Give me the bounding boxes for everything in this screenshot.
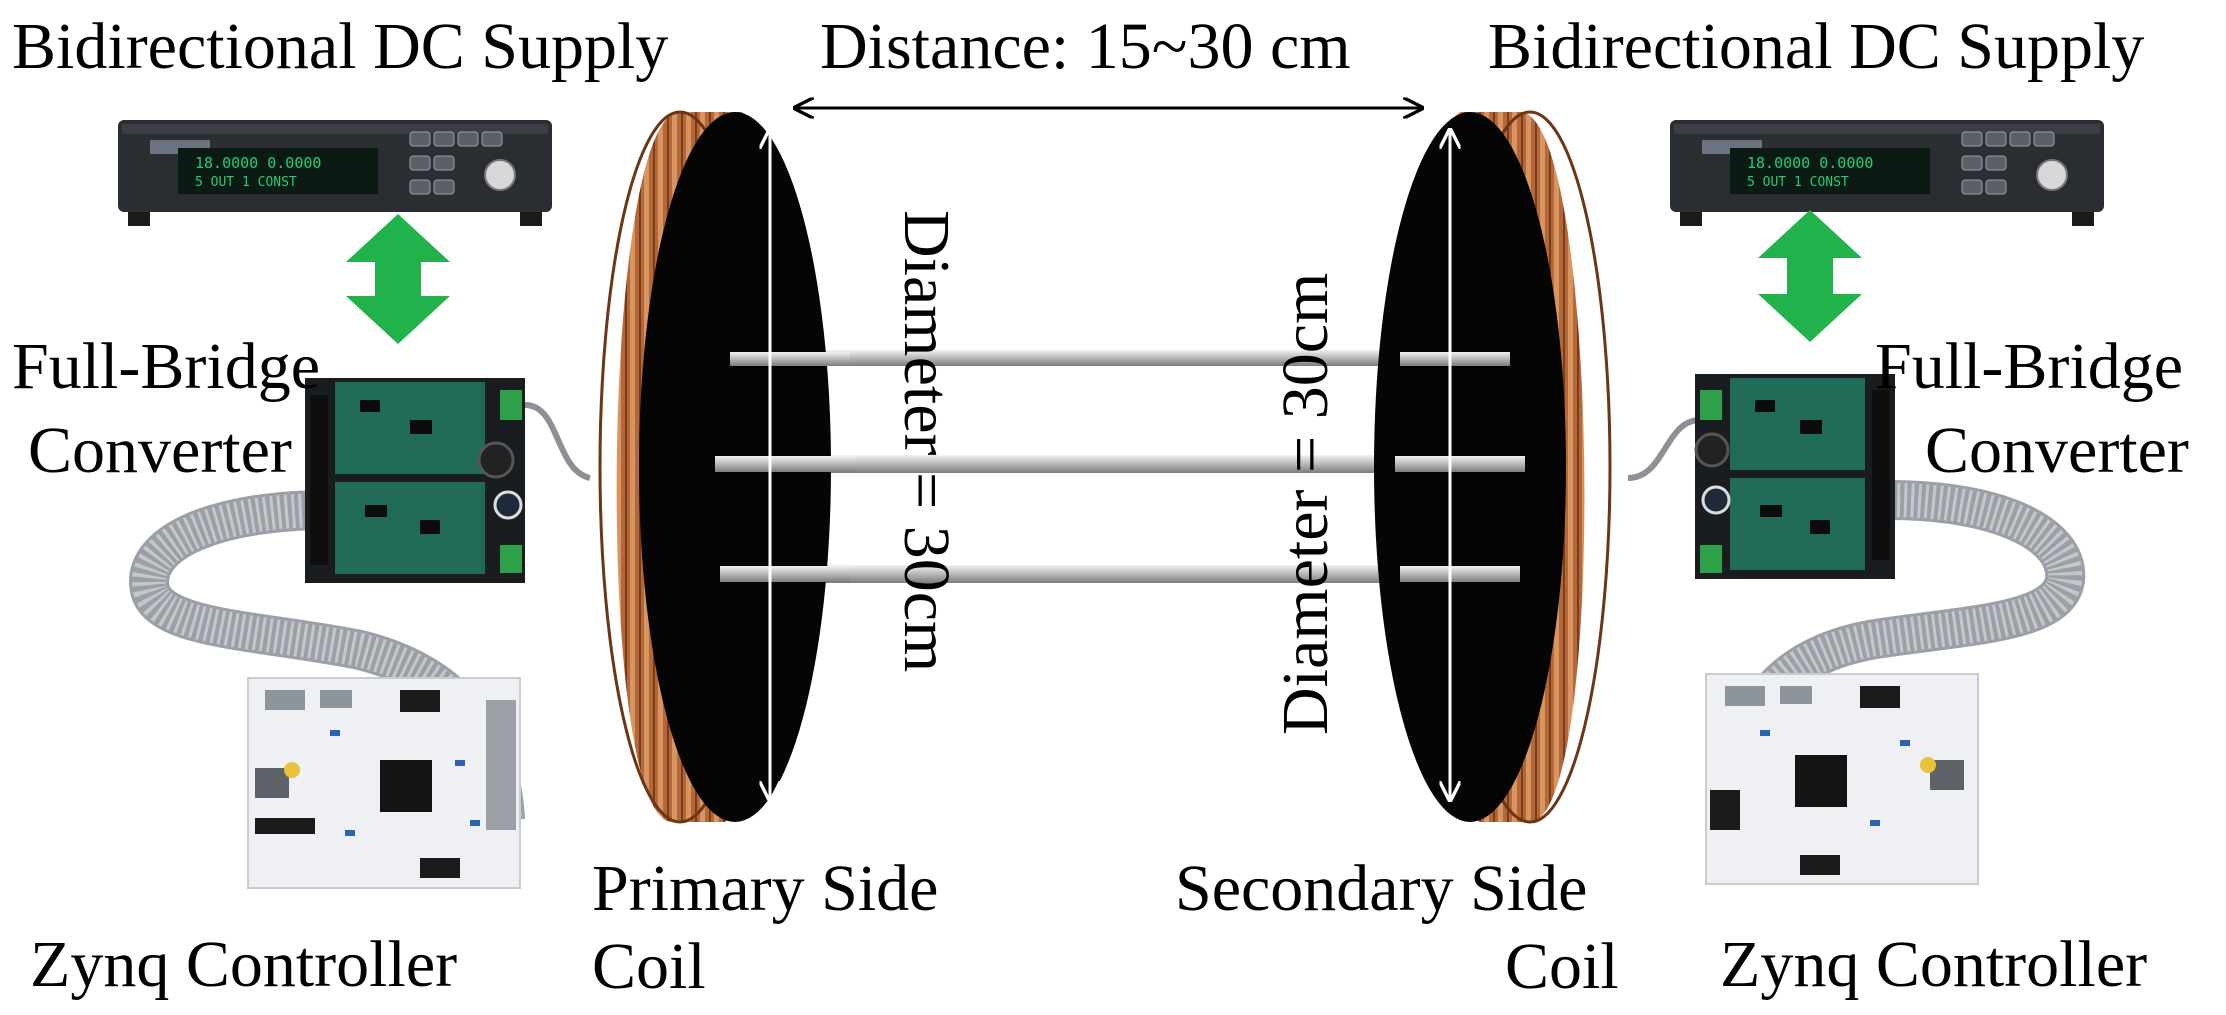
supply-label-right: Bidirectional DC Supply — [1488, 10, 2145, 83]
svg-text:5 OUT 1 CONST: 5 OUT 1 CONST — [1747, 175, 1849, 190]
zynq-board-left — [247, 677, 521, 889]
controller-label-right: Zynq Controller — [1720, 928, 2148, 1001]
primary-coil-label-line2: Coil — [592, 930, 706, 1003]
converter-label-left-line1: Full-Bridge — [12, 330, 320, 403]
controller-label-left: Zynq Controller — [30, 928, 458, 1001]
zynq-board-right — [1705, 673, 1979, 885]
svg-text:18.0000 0.0000: 18.0000 0.0000 — [195, 154, 321, 172]
primary-coil-label-line1: Primary Side — [592, 852, 939, 925]
green-double-arrow-left-icon — [346, 214, 450, 344]
primary-side-coil — [598, 110, 855, 824]
secondary-side-coil — [1374, 110, 1612, 824]
full-bridge-board-right — [1694, 374, 1895, 579]
svg-text:5 OUT 1 CONST: 5 OUT 1 CONST — [195, 175, 297, 190]
converter-label-left-line2: Converter — [28, 414, 292, 487]
green-double-arrow-right-icon — [1758, 210, 1862, 342]
distance-label: Distance: 15~30 cm — [820, 10, 1351, 83]
diameter-label-secondary: Diameter = 30cm — [1269, 272, 1342, 735]
secondary-coil-label-line1: Secondary Side — [1175, 852, 1588, 925]
converter-label-right-line2: Converter — [1925, 414, 2189, 487]
full-bridge-board-left — [305, 378, 525, 583]
support-rods — [720, 350, 1520, 583]
supply-label-left: Bidirectional DC Supply — [12, 10, 669, 83]
dc-supply-left: 18.0000 0.0000 5 OUT 1 CONST — [118, 120, 552, 226]
svg-text:18.0000 0.0000: 18.0000 0.0000 — [1747, 154, 1873, 172]
converter-label-right-line1: Full-Bridge — [1875, 330, 2183, 403]
dc-supply-right: 18.0000 0.0000 5 OUT 1 CONST — [1670, 120, 2104, 226]
diameter-label-primary: Diameter = 30cm — [890, 210, 963, 673]
secondary-coil-label-line2: Coil — [1505, 930, 1619, 1003]
